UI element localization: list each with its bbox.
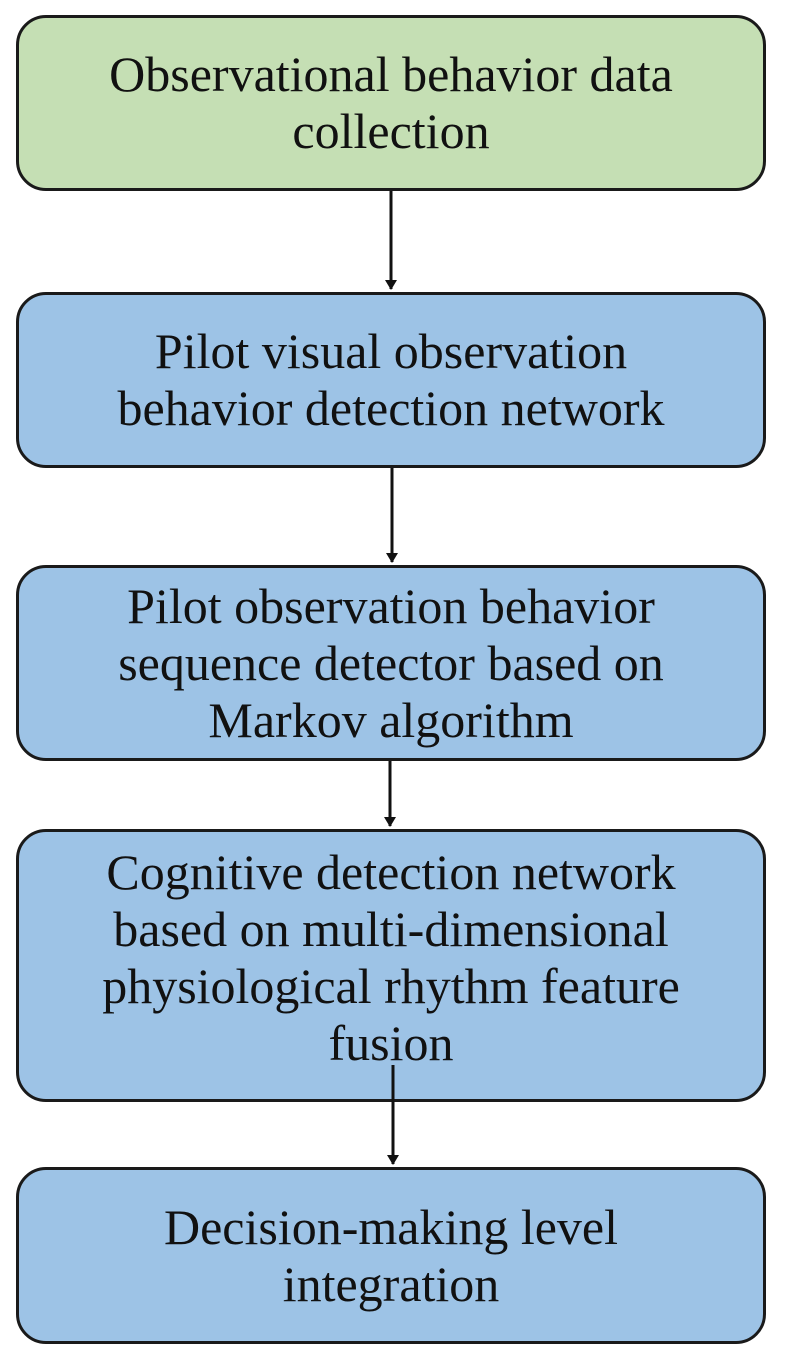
flow-node-visual-detection-network: Pilot visual observation behavior detect…: [16, 292, 766, 468]
flow-node-data-collection: Observational behavior data collection: [16, 15, 766, 191]
flow-node-decision-level-integration: Decision-making level integration: [16, 1167, 766, 1344]
flow-node-markov-sequence-detector: Pilot observation behavior sequence dete…: [16, 565, 766, 761]
node-label: Pilot visual observation behavior detect…: [117, 323, 665, 436]
node-label: Cognitive detection network based on mul…: [102, 844, 680, 1071]
node-label: Observational behavior data collection: [109, 46, 673, 159]
node-label: Pilot observation behavior sequence dete…: [118, 577, 664, 748]
node-label: Decision-making level integration: [163, 1198, 619, 1312]
flow-node-cognitive-detection-network: Cognitive detection network based on mul…: [16, 829, 766, 1102]
